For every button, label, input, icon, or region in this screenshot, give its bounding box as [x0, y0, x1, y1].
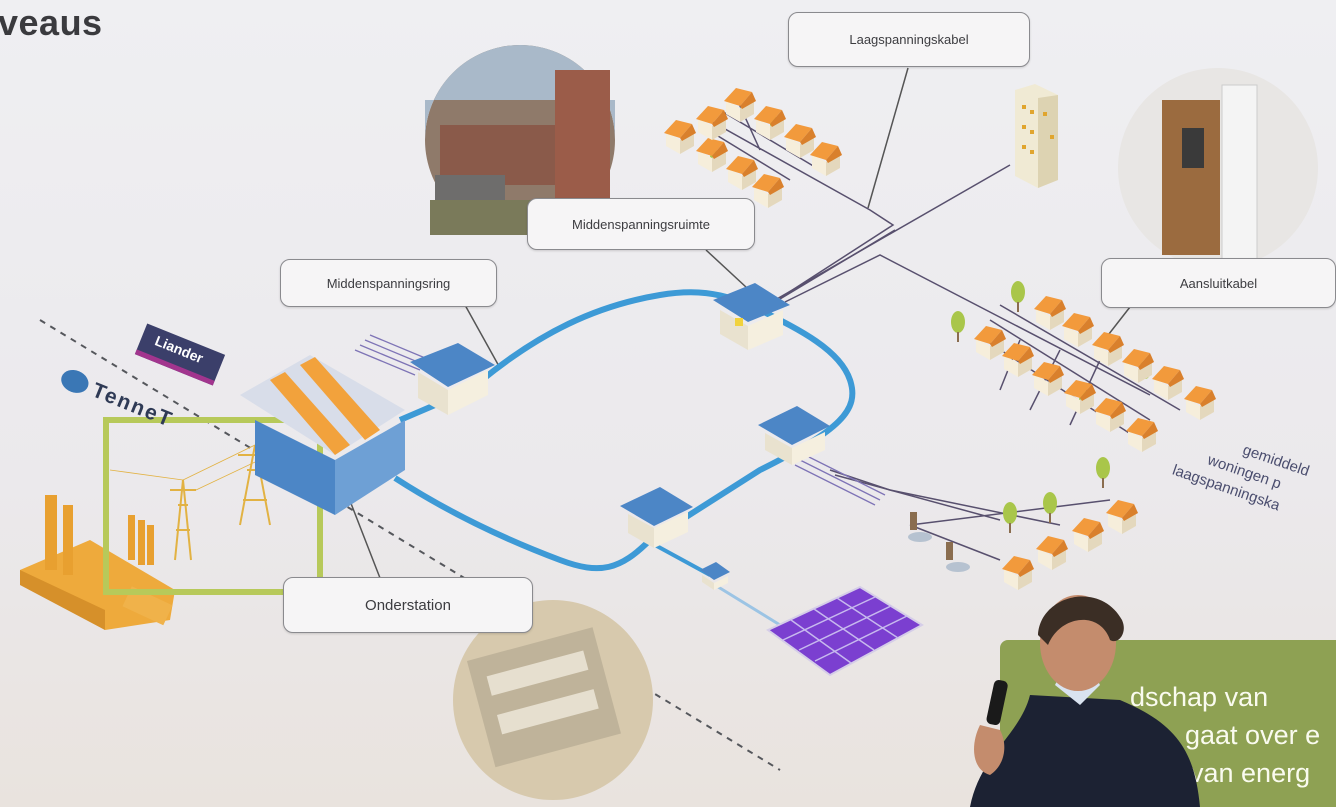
- house-icon: [1184, 386, 1216, 420]
- cable-bundle-left: [354, 334, 431, 376]
- meter-cupboard-photo-circle: [1118, 68, 1318, 268]
- power-plant-icon: [20, 495, 175, 630]
- panel-line-2: gaat over e: [1185, 720, 1321, 750]
- house-icon: [1034, 296, 1066, 330]
- charging-station-icon: [908, 512, 970, 572]
- house-icon: [810, 142, 842, 176]
- label-aansluitkabel: Aansluitkabel: [1101, 258, 1336, 308]
- house-icon: [752, 174, 784, 208]
- house-icon: [1152, 366, 1184, 400]
- label-laagspanningskabel: Laagspanningskabel: [788, 12, 1030, 67]
- apartment-building-icon: [1015, 84, 1058, 188]
- house-icon: [664, 120, 696, 154]
- label-onderstation: Onderstation: [283, 577, 533, 633]
- house-icon: [1106, 500, 1138, 534]
- house-icon: [974, 326, 1006, 360]
- house-icon: [724, 88, 756, 122]
- middenspanningsring-pointer: [464, 304, 501, 369]
- solar-connection-cable: [714, 583, 781, 627]
- house-icon: [1064, 380, 1096, 414]
- microphone-icon: [986, 679, 1008, 726]
- transformer-icon: [758, 406, 830, 465]
- house-icon: [1036, 536, 1068, 570]
- house-icon: [696, 106, 728, 140]
- panel-line-1: dschap van: [1130, 682, 1269, 712]
- house-icon: [1032, 362, 1064, 396]
- houses-group: [664, 88, 1216, 590]
- house-icon: [1092, 332, 1124, 366]
- street-photo-circle: [425, 45, 615, 235]
- panel-line-3: van energ: [1190, 758, 1311, 788]
- solar-panel-icon: [766, 585, 924, 677]
- label-middenspanningsring: Middenspanningsring: [280, 259, 497, 307]
- transformer-icon: [700, 562, 730, 590]
- transformer-icon: [620, 487, 693, 548]
- house-icon: [784, 124, 816, 158]
- laagspanningskabel-pointer: [867, 67, 909, 209]
- tennet-boundary-line: [39, 319, 781, 771]
- substation-aerial-photo-circle: [453, 600, 653, 800]
- house-icon: [726, 156, 758, 190]
- house-icon: [1094, 398, 1126, 432]
- house-icon: [1126, 418, 1158, 452]
- presenter-figure: [970, 595, 1200, 807]
- house-icon: [1062, 313, 1094, 347]
- transformer-icon: [713, 283, 790, 350]
- house-icon: [1072, 518, 1104, 552]
- house-icon: [754, 106, 786, 140]
- house-icon: [1002, 556, 1034, 590]
- house-icon: [1122, 349, 1154, 383]
- house-icon: [696, 138, 728, 172]
- slide-title: veaus: [0, 2, 103, 43]
- medium-voltage-ring: [393, 289, 856, 572]
- substation-building-icon: [240, 355, 405, 515]
- label-middenspanningsruimte: Middenspanningsruimte: [527, 198, 755, 250]
- transformer-icon: [410, 343, 495, 415]
- house-icon: [1002, 343, 1034, 377]
- cable-bundle-right: [794, 454, 886, 506]
